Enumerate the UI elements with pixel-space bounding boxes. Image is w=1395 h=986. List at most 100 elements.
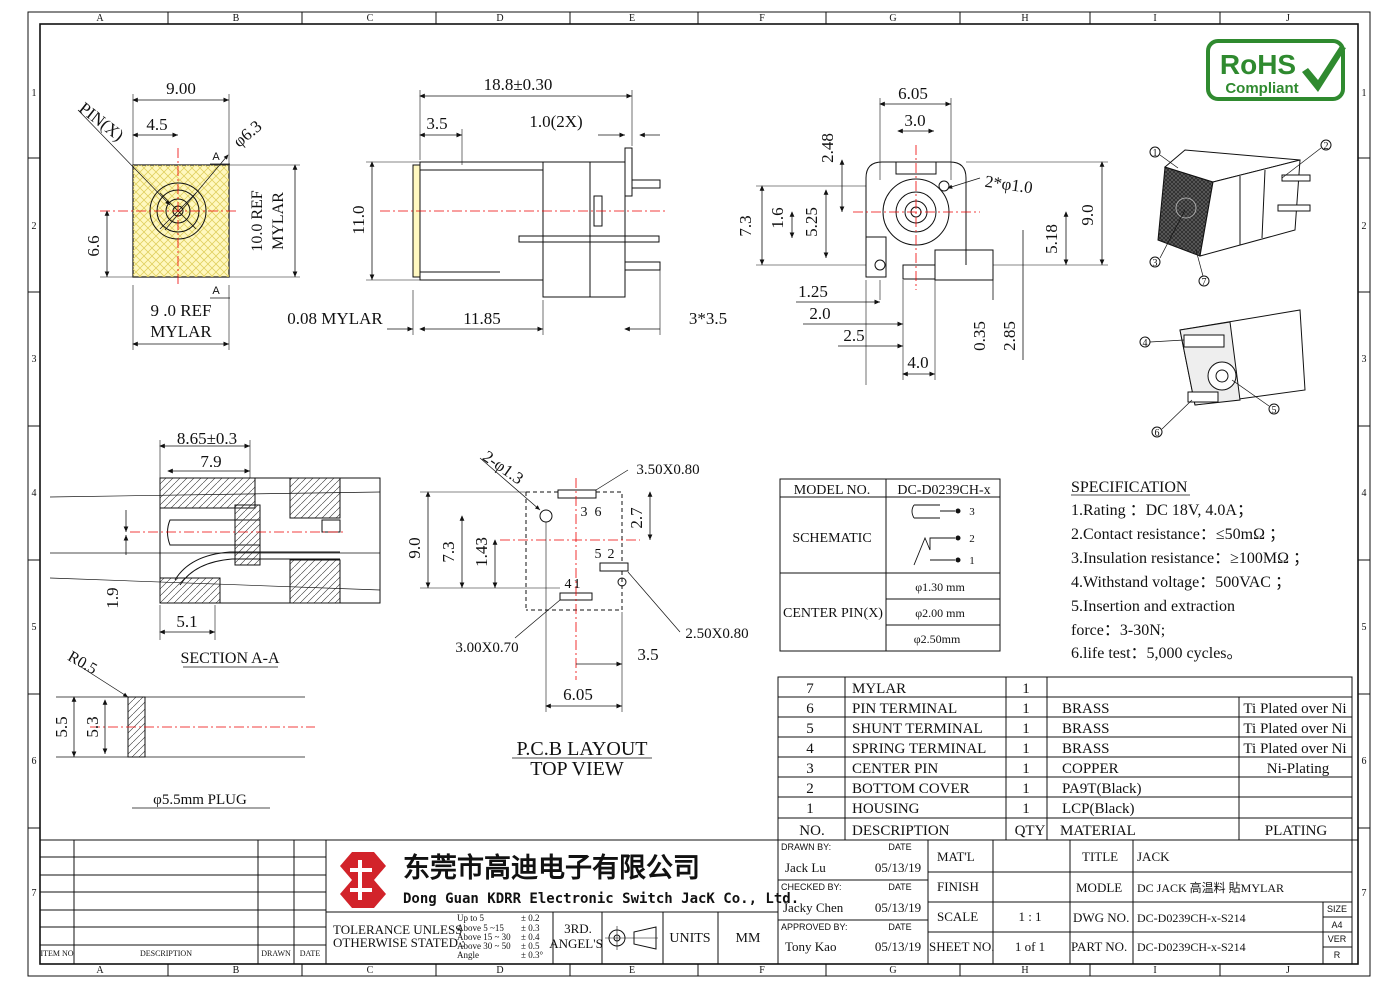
dim-rear-1-25: 1.25 xyxy=(798,282,828,301)
title-label: TITLE xyxy=(1082,849,1118,864)
col-label-g-bottom: G xyxy=(889,965,896,976)
row-label-7-right: 7 xyxy=(1362,888,1367,899)
row-label-5-right: 5 xyxy=(1362,622,1367,633)
size-value: A4 xyxy=(1331,920,1342,930)
svg-text:COPPER: COPPER xyxy=(1062,761,1119,777)
tolerance-label-2: OTHERWISE STATED : xyxy=(333,935,465,950)
rear-view xyxy=(853,145,994,290)
svg-text:1: 1 xyxy=(1022,761,1030,777)
units-value: MM xyxy=(736,931,761,946)
ver-value: R xyxy=(1334,950,1341,960)
model-no-label: MODEL NO. xyxy=(794,483,870,498)
drawing-info: MAT'L FINISH SCALE 1 : 1 SHEET NO. 1 of … xyxy=(929,849,1347,960)
dim-rear-9-0: 9.0 xyxy=(1078,204,1097,225)
mylar-height-value: 10.0 REF xyxy=(249,190,266,251)
dim-section-7-9: 7.9 xyxy=(200,452,221,471)
dim-plug-5-3: 5.3 xyxy=(83,716,102,737)
svg-text:QTY: QTY xyxy=(1015,823,1046,839)
sheet-label: SHEET NO. xyxy=(929,939,994,954)
checked-date: 05/13/19 xyxy=(875,900,921,915)
svg-text:1: 1 xyxy=(1022,801,1030,817)
title-value: JACK xyxy=(1137,849,1170,864)
col-label-b-top: B xyxy=(233,13,240,24)
company-logo xyxy=(340,852,386,908)
spec-line-5: 5.Insertion and extraction xyxy=(1071,598,1235,615)
svg-text:Ti Plated over Ni: Ti Plated over Ni xyxy=(1243,741,1346,757)
row-label-4-left: 4 xyxy=(32,488,37,499)
center-pin-2-50: φ2.50mm xyxy=(914,632,961,646)
bom-row-1: 1 HOUSING 1 LCP(Black) xyxy=(806,801,1134,817)
row-label-2-right: 2 xyxy=(1362,221,1367,232)
dim-pcb-2-7: 2.7 xyxy=(627,507,646,529)
checked-by-name: Jacky Chen xyxy=(783,900,844,915)
tolerance-label-1: TOLERANCE UNLESS xyxy=(333,922,462,937)
iso-callouts: 1 2 3 7 4 6 5 xyxy=(1139,139,1332,439)
drawn-by-name: Jack Lu xyxy=(785,860,826,875)
svg-text:Ti Plated over Ni: Ti Plated over Ni xyxy=(1243,701,1346,717)
col-label-b-bottom: B xyxy=(233,965,240,976)
iso-view-top xyxy=(1157,149,1311,257)
dim-side-11-85: 11.85 xyxy=(463,309,501,328)
col-label-e-top: E xyxy=(629,13,635,24)
rev-col-item: ITEM NO xyxy=(40,949,73,958)
approved-by-name: Tony Kao xyxy=(785,939,836,954)
dim-pcb-9-0: 9.0 xyxy=(405,537,424,558)
approved-date-label: DATE xyxy=(888,922,911,932)
dim-rear-2-5: 2.5 xyxy=(843,326,864,345)
dim-side-11-0: 11.0 xyxy=(349,205,368,234)
spec-title: SPECIFICATION xyxy=(1071,479,1188,496)
svg-text:2: 2 xyxy=(806,781,814,797)
spec-line-3: 3.Insulation resistance：≥100MΩ ； xyxy=(1071,550,1309,567)
svg-text:1: 1 xyxy=(1022,701,1030,717)
dim-rear-2-0: 2.0 xyxy=(809,304,830,323)
plug-label: φ5.5mm PLUG xyxy=(153,792,247,808)
schematic-pin-2: 2 xyxy=(969,533,975,545)
signatures: DRAWN BY: DATE Jack Lu 05/13/19 CHECKED … xyxy=(781,842,921,954)
units-label: UNITS xyxy=(669,931,710,946)
section-title: SECTION A-A xyxy=(180,650,280,667)
row-label-3-right: 3 xyxy=(1362,354,1367,365)
mylar-width-label: MYLAR xyxy=(150,322,212,341)
dim-pcb-6-05: 6.05 xyxy=(563,685,593,704)
tol-value-5: ± 0.3° xyxy=(521,950,543,960)
section-a-top: A xyxy=(212,151,220,163)
bom-header-row: NO. DESCRIPTION QTY MATERIAL PLATING xyxy=(799,823,1327,839)
col-label-c-top: C xyxy=(367,13,374,24)
col-label-a-top: A xyxy=(96,13,104,24)
dim-rear-5-18: 5.18 xyxy=(1042,224,1061,254)
checked-date-label: DATE xyxy=(888,882,911,892)
svg-text:1: 1 xyxy=(806,801,814,817)
row-label-6-right: 6 xyxy=(1362,756,1367,767)
center-pin-2-00: φ2.00 mm xyxy=(915,606,965,620)
spec-line-2: 2.Contact resistance：≤50mΩ ； xyxy=(1071,526,1285,543)
iso-view-bottom xyxy=(1179,309,1306,406)
col-label-i-bottom: I xyxy=(1153,965,1156,976)
svg-text:5: 5 xyxy=(806,721,814,737)
svg-text:1: 1 xyxy=(1022,681,1030,697)
dim-rear-2xdia: 2*φ1.0 xyxy=(984,172,1034,198)
pcb-pin-2: 2 xyxy=(608,547,615,562)
col-label-a-bottom: A xyxy=(96,965,104,976)
drawn-date-label: DATE xyxy=(888,842,911,852)
spec-line-4: 4.Withstand voltage：500VAC ； xyxy=(1071,574,1291,591)
spec-line-7: 6.life test：5,000 cycles。 xyxy=(1071,645,1243,662)
svg-text:PA9T(Black): PA9T(Black) xyxy=(1062,781,1141,797)
matl-label: MAT'L xyxy=(937,849,975,864)
company-name-en: Dong Guan KDRR Electronic Switch JacK Co… xyxy=(403,891,799,907)
dim-side-mylar: 0.08 MYLAR xyxy=(287,309,383,328)
tolerance-block: TOLERANCE UNLESS OTHERWISE STATED : Up t… xyxy=(333,913,761,960)
model-value: DC JACK 高温料 貼MYLAR xyxy=(1137,880,1284,895)
checked-by-label: CHECKED BY: xyxy=(781,882,842,892)
pcb-pin-1: 1 xyxy=(574,577,581,592)
revision-table-header: ITEM NO DESCRIPTION DRAWN DATE xyxy=(40,949,320,958)
dim-pcb-3-50: 3.50X0.80 xyxy=(636,462,699,478)
rohs-check-icon xyxy=(1302,46,1346,92)
spec-line-1: 1.Rating ：DC 18V, 4.0A； xyxy=(1071,502,1253,519)
pcb-pin-labels: 3 6 5 2 4 1 xyxy=(565,505,615,592)
drawn-date: 05/13/19 xyxy=(875,860,921,875)
svg-text:Ni-Plating: Ni-Plating xyxy=(1267,761,1330,777)
dim-pcb-3-00: 3.00X0.70 xyxy=(455,640,518,656)
tol-value-1: ± 0.2 xyxy=(521,913,539,923)
dwg-value: DC-D0239CH-x-S214 xyxy=(1137,911,1246,925)
angle-label-1: 3RD. xyxy=(564,921,592,936)
